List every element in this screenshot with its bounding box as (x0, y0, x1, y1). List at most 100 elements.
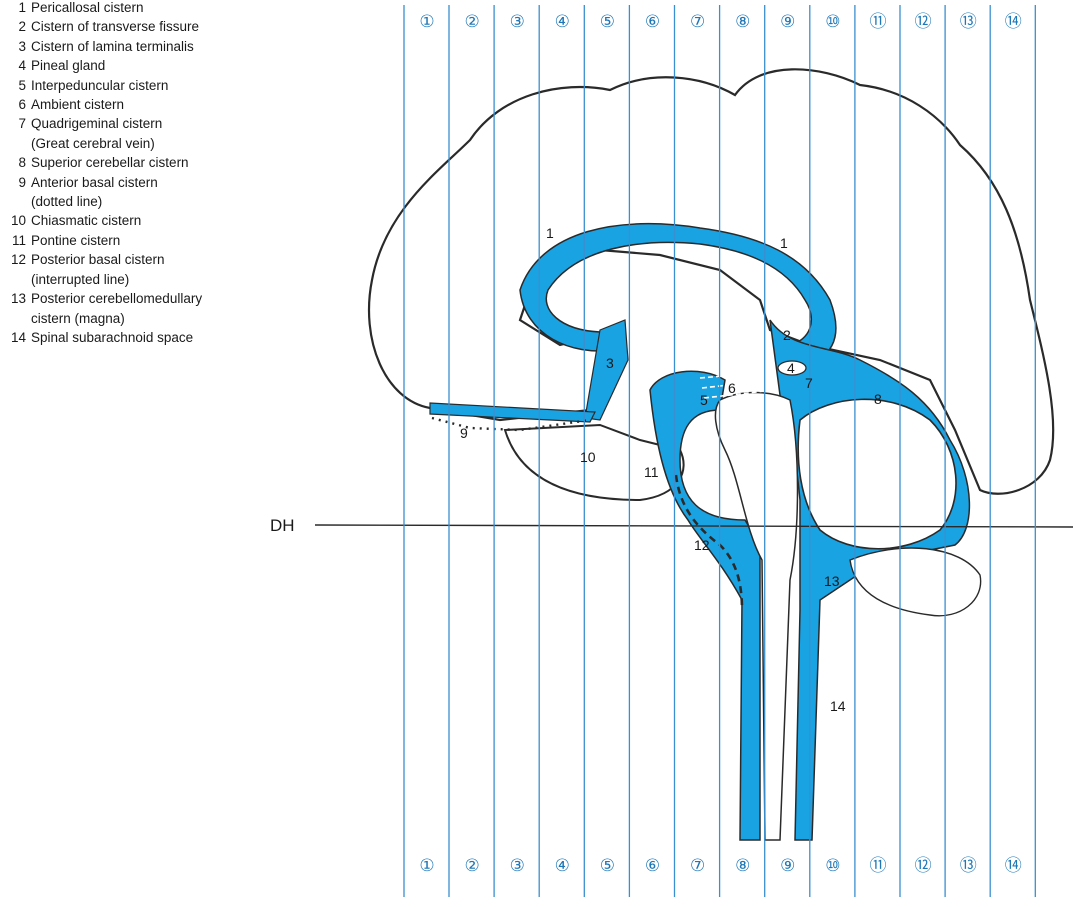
ambient-cistern-lines (699, 371, 775, 399)
legend-number: 7 (18, 116, 26, 132)
legend-text: Pineal gland (31, 56, 105, 76)
anterior-basal-csf (429, 402, 596, 423)
slice-number: ① (419, 856, 434, 875)
legend-item: 8 Superior cerebellar cistern (0, 153, 189, 173)
slice-number: ⑤ (600, 856, 615, 875)
legend-number: 14 (10, 329, 26, 345)
cerebellar-lower (849, 547, 982, 617)
slice-number: ⑪ (870, 12, 887, 31)
annotation-label: 11 (644, 464, 659, 480)
slice-number: ⑬ (960, 12, 977, 31)
annotation-label: 7 (805, 375, 813, 391)
legend-text-line: Posterior cerebellomedullary (31, 291, 203, 306)
slice-number: ⑭ (1005, 12, 1022, 31)
legend-item: 1 Pericallosal cistern (0, 0, 144, 18)
legend-text: Quadrigeminal cistern (Great cerebral vei… (31, 114, 162, 153)
legend-text-line: Spinal subarachnoid space (31, 329, 194, 345)
legend-item: 13 Posterior cerebellomedullary cistern (m… (0, 289, 202, 328)
slice-number: ⑪ (870, 856, 887, 875)
legend-text: Interpeduncular cistern (31, 76, 168, 96)
legend-text-line: Interpeduncular cistern (31, 77, 169, 93)
legend-text-line: (Great cerebral vein) (31, 135, 155, 151)
legend-text-line: Posterior basal cistern (31, 252, 165, 268)
annotation-label: 2 (783, 327, 791, 343)
legend-text: Anterior basal cistern (dotted line) (31, 173, 158, 212)
annotation-label: 5 (700, 392, 708, 408)
legend-number: 13 (10, 291, 26, 306)
annotation-label: 14 (830, 698, 846, 714)
slice-number: ⑨ (780, 12, 795, 31)
slice-number: ⑥ (645, 856, 660, 875)
annotation-label: 13 (824, 573, 840, 589)
legend-number: 1 (18, 0, 26, 15)
legend-number: 11 (11, 232, 26, 248)
reference-line (314, 524, 1074, 528)
legend-number: 12 (10, 252, 26, 268)
slice-number: ① (419, 12, 434, 31)
legend-text-line: Cistern of transverse fissure (31, 19, 200, 35)
legend-text: Pontine cistern (31, 231, 120, 251)
slice-number: ⑩ (825, 856, 840, 875)
slice-number: ⑫ (915, 12, 932, 31)
slice-number: ⑫ (915, 856, 932, 875)
temporal-lobe-outline (503, 423, 685, 502)
legend-text-line: Ambient cistern (31, 97, 125, 112)
annotation-label: 4 (787, 360, 795, 376)
legend-item: 2 Cistern of transverse fissure (0, 17, 199, 37)
legend-text-line: Pericallosal cistern (31, 0, 144, 15)
legend-text: Cistern of transverse fissure (31, 17, 199, 37)
legend-text-line: Superior cerebellar cistern (31, 155, 189, 171)
annotation-label: 6 (728, 380, 736, 396)
legend-text: Posterior cerebellomedullary cistern (mag… (31, 289, 202, 328)
slice-number: ⑨ (780, 856, 795, 875)
legend-text-line: cistern (magna) (31, 310, 125, 326)
legend-text: Ambient cistern (31, 95, 124, 115)
slice-number: ④ (555, 12, 570, 31)
legend-text-line: (interrupted line) (31, 271, 130, 287)
legend-text: Cistern of lamina terminalis (31, 37, 194, 57)
legend-text: Chiasmatic cistern (31, 211, 141, 231)
anterior-basal-dotted-line (431, 416, 591, 432)
annotation-label: 10 (580, 449, 596, 465)
legend-item: 6 Ambient cistern (0, 95, 124, 115)
legend-number: 8 (18, 155, 26, 171)
legend-text-line: (dotted line) (31, 194, 103, 210)
legend-number: 9 (18, 174, 26, 190)
legend-item: 12 Posterior basal cistern (interrupted li… (0, 250, 165, 289)
slice-number: ⑥ (645, 12, 660, 31)
legend-item: 10 Chiasmatic cistern (0, 211, 141, 231)
legend-number: 10 (10, 213, 26, 229)
legend-text: Posterior basal cistern (interrupted line… (31, 250, 165, 289)
legend-text: Superior cerebellar cistern (31, 153, 189, 173)
slice-number: ④ (555, 856, 570, 875)
slice-number: ⑬ (960, 856, 977, 875)
slice-number: ⑭ (1005, 856, 1022, 875)
brainstem (714, 391, 799, 841)
pineal-gland (777, 360, 807, 376)
annotation-label: 3 (606, 355, 614, 371)
legend-text-line: Quadrigeminal cistern (31, 116, 163, 132)
legend-number: 2 (18, 19, 26, 35)
legend-item: 11 Pontine cistern (0, 231, 120, 251)
slice-number: ⑦ (690, 856, 705, 875)
legend-text: Spinal subarachnoid space (31, 328, 193, 348)
legend-text-line: Pineal gland (31, 58, 106, 74)
cerebrum-outline (367, 68, 1055, 495)
cerebellum (797, 398, 957, 550)
legend-text-line: Pontine cistern (31, 232, 121, 248)
slice-number: ⑩ (825, 12, 840, 31)
legend-number: 5 (18, 77, 26, 93)
legend-number: 6 (18, 97, 26, 112)
slice-number: ② (464, 12, 479, 31)
lamina-terminalis-csf (584, 319, 629, 421)
slice-number: ③ (510, 856, 525, 875)
legend-number: 4 (18, 58, 26, 74)
slice-number: ⑧ (735, 856, 750, 875)
legend-item: 7 Quadrigeminal cistern (Great cerebral ve… (0, 114, 162, 153)
slice-number: ⑧ (735, 12, 750, 31)
legend-text-line: Chiasmatic cistern (31, 213, 142, 229)
legend-text-line: Anterior basal cistern (31, 174, 158, 190)
legend-number: 3 (18, 38, 26, 54)
